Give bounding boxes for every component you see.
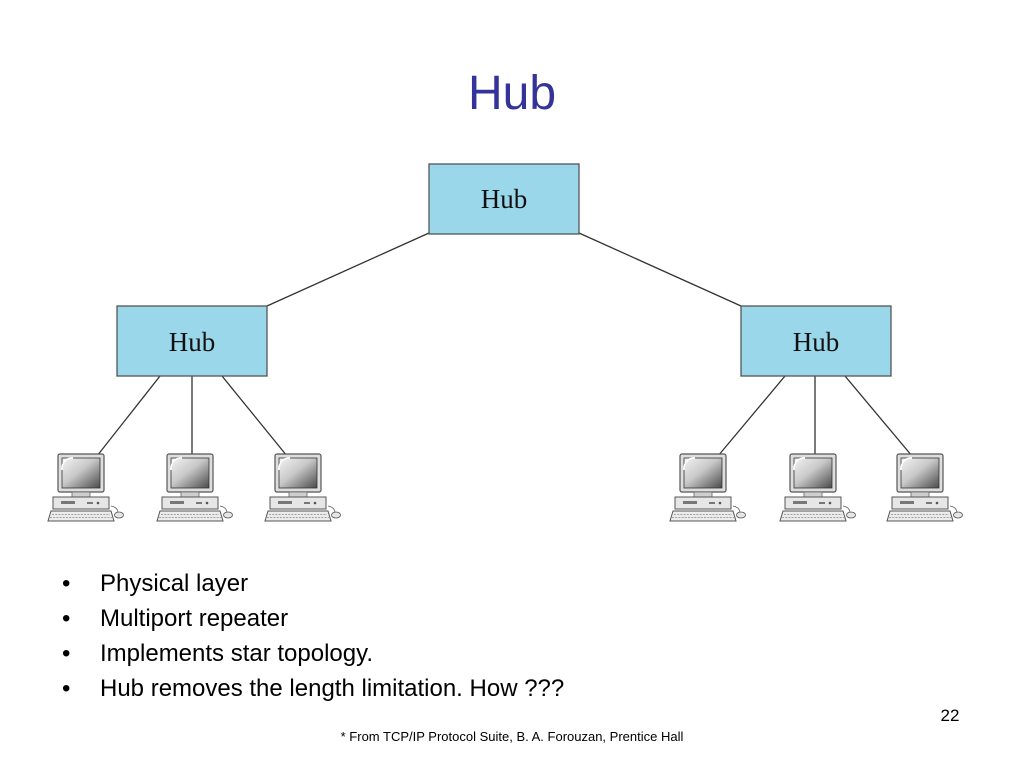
hub-left: Hub: [116, 305, 268, 377]
computer-icon: [264, 453, 342, 522]
computer-icon: [886, 453, 964, 522]
hub-right: Hub: [740, 305, 892, 377]
computer-icon: [156, 453, 234, 522]
computer-icon: [669, 453, 747, 522]
page-number: 22: [940, 706, 960, 725]
computer-icon: [47, 453, 125, 522]
computer-icon: [779, 453, 857, 522]
hub-root: Hub: [428, 163, 580, 235]
slide-title: Hub: [467, 67, 557, 120]
bullet-item: Multiport repeater: [62, 601, 564, 636]
hub-root-label: Hub: [481, 184, 528, 214]
bullet-item: Physical layer: [62, 566, 564, 601]
source-footnote: * From TCP/IP Protocol Suite, B. A. Foro…: [340, 729, 684, 744]
bullet-list: Physical layer Multiport repeater Implem…: [62, 566, 564, 706]
bullet-item: Implements star topology.: [62, 636, 564, 671]
hub-topology-diagram: Hub Hub Hub: [47, 163, 964, 522]
hub-left-label: Hub: [169, 327, 216, 357]
connection-lines: [96, 232, 913, 457]
bullet-item: Hub removes the length limitation. How ?…: [62, 671, 564, 706]
hub-right-label: Hub: [793, 327, 840, 357]
